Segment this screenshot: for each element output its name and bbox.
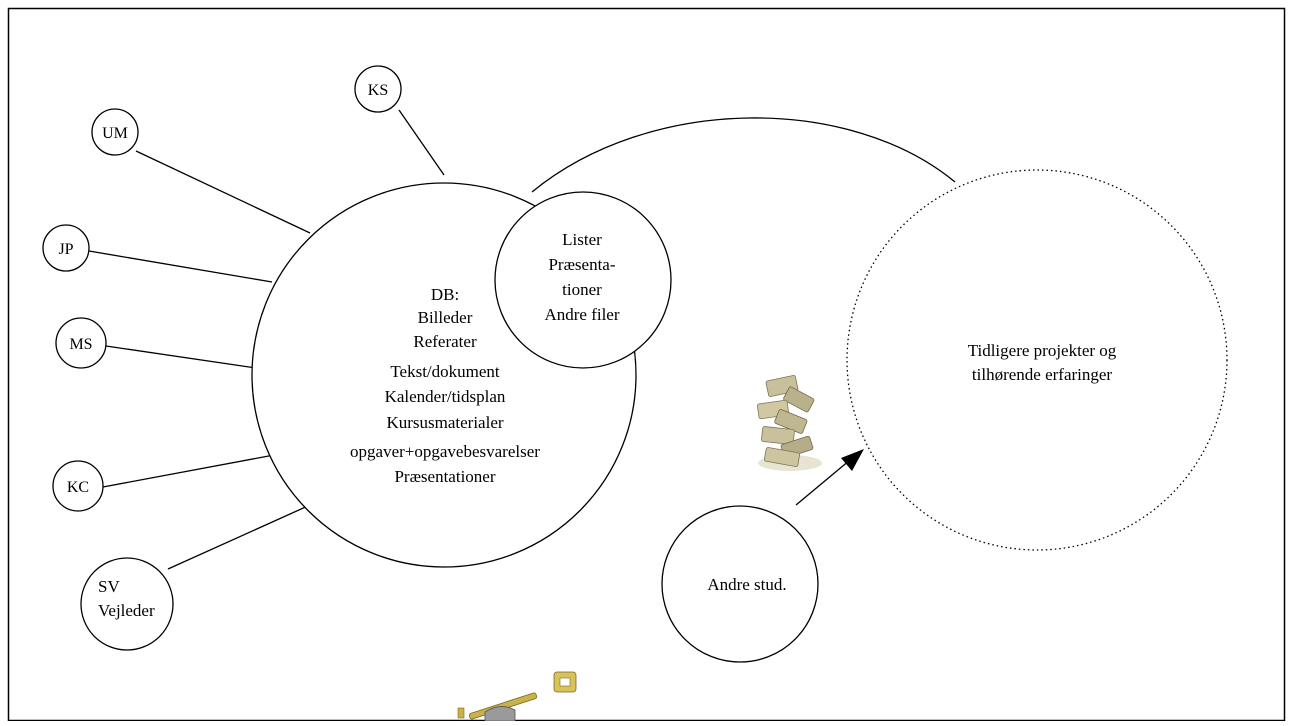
files-text-block: Lister Præsenta- tioner Andre filer — [544, 230, 619, 324]
db-line: DB: — [431, 285, 459, 304]
db-line: Kalender/tidsplan — [385, 387, 506, 406]
files-line: Lister — [562, 230, 602, 249]
files-line: Præsenta- — [548, 255, 615, 274]
arrow-head — [841, 449, 864, 471]
db-line: Referater — [413, 332, 477, 351]
person-kc-label: KC — [67, 479, 89, 496]
files-line: tioner — [562, 280, 602, 299]
projects-line: tilhørende erfaringer — [972, 365, 1113, 384]
db-line: Billeder — [418, 308, 473, 327]
person-ms-label: MS — [69, 336, 92, 353]
db-text-block: DB: Billeder Referater Tekst/dokument Ka… — [350, 285, 540, 486]
connector-um — [135, 150, 311, 234]
db-line: Kursusmaterialer — [386, 413, 503, 432]
db-line: opgaver+opgavebesvarelser — [350, 442, 540, 461]
files-line: Andre filer — [544, 305, 619, 324]
person-jp-label: JP — [58, 241, 73, 258]
person-ms-circle — [55, 317, 107, 369]
person-jp-circle — [42, 224, 90, 272]
connector-ks — [398, 109, 445, 176]
other-students-label: Andre stud. — [707, 575, 786, 594]
db-line: Tekst/dokument — [390, 362, 500, 381]
db-line: Præsentationer — [394, 467, 495, 486]
connector-jp — [88, 250, 273, 283]
person-um-circle — [91, 108, 139, 156]
person-um-label: UM — [102, 125, 128, 142]
connector-ms — [105, 345, 257, 369]
projects-circle — [846, 169, 1228, 551]
person-ks-circle — [354, 65, 402, 113]
supervisor-role: Vejleder — [98, 601, 155, 620]
files-circle — [494, 191, 672, 369]
key-icon — [457, 671, 577, 722]
money-stack-icon — [757, 375, 822, 471]
supervisor-initials: SV — [98, 577, 120, 596]
supervisor-circle — [80, 557, 174, 651]
person-kc-circle — [52, 460, 104, 512]
arrow-line — [795, 459, 851, 506]
connector-kc — [102, 454, 275, 488]
connector-sv — [167, 504, 311, 570]
other-students-circle — [661, 505, 819, 663]
person-ks-label: KS — [368, 82, 388, 99]
projects-line: Tidligere projekter og — [968, 341, 1117, 360]
connector-arc — [531, 117, 956, 193]
